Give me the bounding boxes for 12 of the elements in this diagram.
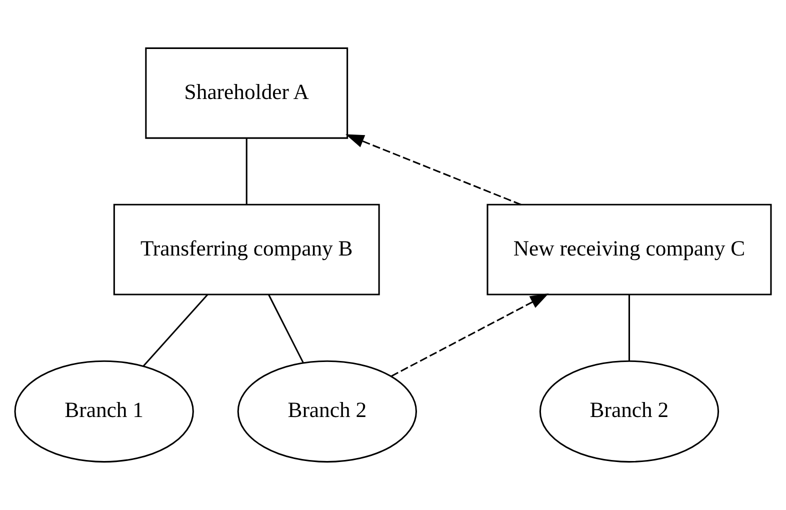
node-ellipse: Branch 2 — [539, 360, 720, 463]
connector — [268, 294, 304, 364]
arrow — [345, 134, 522, 206]
arrow — [391, 293, 549, 377]
node-box: New receiving company C — [486, 204, 772, 296]
node-ellipse: Branch 2 — [237, 360, 417, 463]
node-ellipse: Branch 1 — [14, 360, 194, 463]
node-box: Shareholder A — [145, 47, 348, 139]
connector — [628, 294, 630, 361]
connector — [246, 138, 248, 204]
node-box: Transferring company B — [113, 204, 380, 296]
connector — [142, 294, 208, 367]
